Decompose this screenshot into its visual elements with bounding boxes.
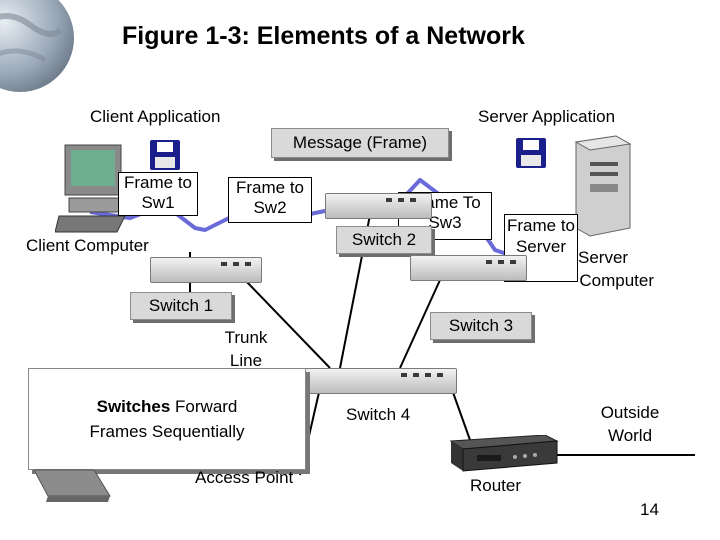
frame-to-sw2-label: Frame to Sw2 [228, 177, 312, 223]
client-computer-label: Client Computer [26, 234, 149, 257]
switch-4 [300, 368, 457, 394]
note-bold-text: Switches [96, 397, 171, 416]
laptop-icon [34, 469, 111, 502]
outside-world-label: Outside World [600, 403, 660, 445]
switch-3 [410, 255, 527, 281]
frame-to-sw2-text: Frame to Sw2 [235, 178, 305, 217]
trunk-line [244, 279, 331, 369]
server-computer-label-line2: Computer [574, 271, 654, 291]
server-application-label: Server Application [478, 107, 616, 126]
frame-to-sw1-label: Frame to Sw1 [118, 172, 198, 216]
trunk-line-label: Trunk Line [224, 328, 268, 370]
server-computer-text: Computer [579, 271, 654, 290]
globe-icon [0, 0, 74, 92]
floppy-disk-icon [150, 140, 180, 170]
note-line2: Frames Sequentially [89, 422, 245, 441]
page-title: Figure 1-3: Elements of a Network [122, 22, 525, 50]
router-icon [449, 435, 559, 472]
note-line1: Switches Forward [29, 394, 305, 419]
note-line1-rest: Forward [170, 397, 238, 416]
client-computer-text: Client Computer [26, 236, 149, 255]
client-computer-icon [55, 144, 126, 233]
floppy-disk-icon [516, 138, 546, 168]
frame-to-sw1-text: Frame to Sw1 [123, 173, 193, 212]
message-frame-label: Message (Frame) [271, 128, 449, 158]
link-switch3-switch4 [399, 279, 441, 369]
frame-to-server-label: Frame to Server [504, 214, 578, 282]
frame-to-server-text: Frame to Server [506, 216, 576, 256]
switches-note: Switches Forward Frames Sequentially [28, 368, 306, 470]
router-label: Router [470, 476, 522, 495]
client-application-label: Client Application [90, 107, 221, 126]
switch-1-label: Switch 1 [130, 292, 232, 320]
server-computer-label-line1: Server [578, 248, 629, 267]
access-point-label: Access Point [195, 468, 294, 487]
switch-2 [325, 193, 432, 219]
switch-4-label: Switch 4 [346, 403, 411, 426]
server-tower-icon [574, 135, 632, 237]
page-number: 14 [640, 500, 659, 519]
switch-3-label: Switch 3 [430, 312, 532, 340]
switch-2-label: Switch 2 [336, 226, 432, 254]
switch-4-text: Switch 4 [346, 405, 411, 424]
switch-1 [150, 257, 262, 283]
